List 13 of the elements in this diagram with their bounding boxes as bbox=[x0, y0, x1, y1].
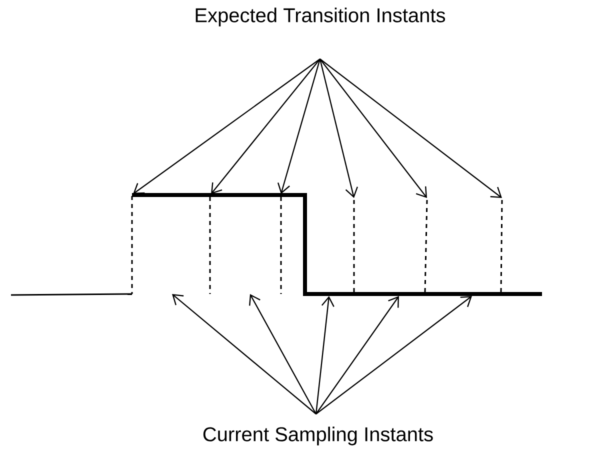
arrow bbox=[320, 58, 502, 198]
arrow bbox=[319, 58, 358, 198]
caption-text: Expected Transition Instants bbox=[196, 8, 446, 26]
arrow bbox=[249, 294, 317, 414]
arrow bbox=[315, 296, 334, 414]
arrow bbox=[277, 58, 321, 194]
caption-text: Current Sampling Instants bbox=[203, 426, 433, 446]
arrow bbox=[320, 58, 427, 198]
arrow bbox=[316, 296, 399, 414]
arrow bbox=[211, 58, 320, 194]
arrow bbox=[316, 296, 472, 414]
arrow bbox=[172, 294, 316, 414]
arrow bbox=[133, 58, 320, 194]
